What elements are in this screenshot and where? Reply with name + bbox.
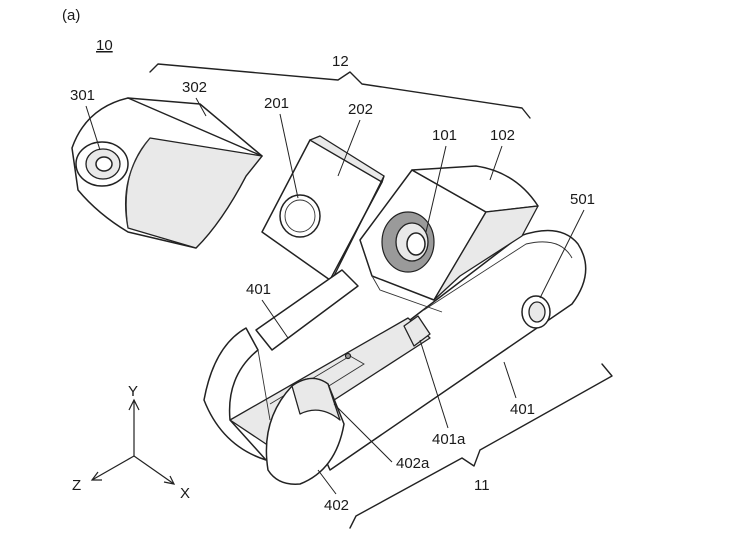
upper-group-brace — [149, 63, 531, 119]
base-arm-top-leader — [261, 299, 289, 339]
assembly-ref-label: 10 — [96, 37, 113, 54]
lens-middle-leader — [279, 113, 299, 199]
lens-201 — [279, 194, 321, 238]
lens-left-label: 301 — [70, 87, 95, 104]
axis-triad — [90, 398, 176, 485]
left-housing-302 — [71, 97, 263, 249]
lens-left-leader — [85, 105, 101, 151]
panel-label: (a) — [62, 7, 80, 24]
base-front-label: 402 — [324, 497, 349, 514]
housing-middle-label: 202 — [348, 101, 373, 118]
hinge-cap-leader — [539, 209, 585, 299]
lens-right-label: 101 — [432, 127, 457, 144]
hinge-cap-501 — [521, 295, 551, 329]
housing-left-leader — [195, 97, 207, 117]
housing-right-leader — [489, 145, 503, 181]
right-housing-102 — [359, 165, 539, 313]
axis-z-label: Z — [72, 477, 81, 494]
axis-x-label: X — [180, 485, 190, 502]
housing-right-label: 102 — [490, 127, 515, 144]
base-slot-right-label: 401a — [432, 431, 466, 448]
base-front-leader — [317, 469, 337, 495]
lens-right-leader — [425, 145, 447, 233]
front-cap-402 — [265, 377, 345, 485]
lens-101 — [381, 211, 435, 273]
base-arm-right-leader — [503, 361, 517, 399]
base-arm-right-label: 401 — [510, 401, 535, 418]
lower-group-brace — [349, 363, 613, 529]
lens-301 — [75, 141, 129, 187]
base-arm-top-label: 401 — [246, 281, 271, 298]
lens-middle-label: 201 — [264, 95, 289, 112]
housing-left-label: 302 — [182, 79, 207, 96]
base-slot-front-label: 402a — [396, 455, 430, 472]
base-assembly-11 — [203, 229, 587, 485]
axis-y-label: Y — [128, 383, 138, 400]
housing-middle-leader — [337, 119, 361, 177]
upper-group-label: 12 — [332, 53, 349, 70]
hinge-cap-label: 501 — [570, 191, 595, 208]
lower-group-label: 11 — [474, 477, 490, 494]
base-slot-front-leader — [333, 403, 393, 463]
base-slot-right-leader — [419, 339, 449, 429]
